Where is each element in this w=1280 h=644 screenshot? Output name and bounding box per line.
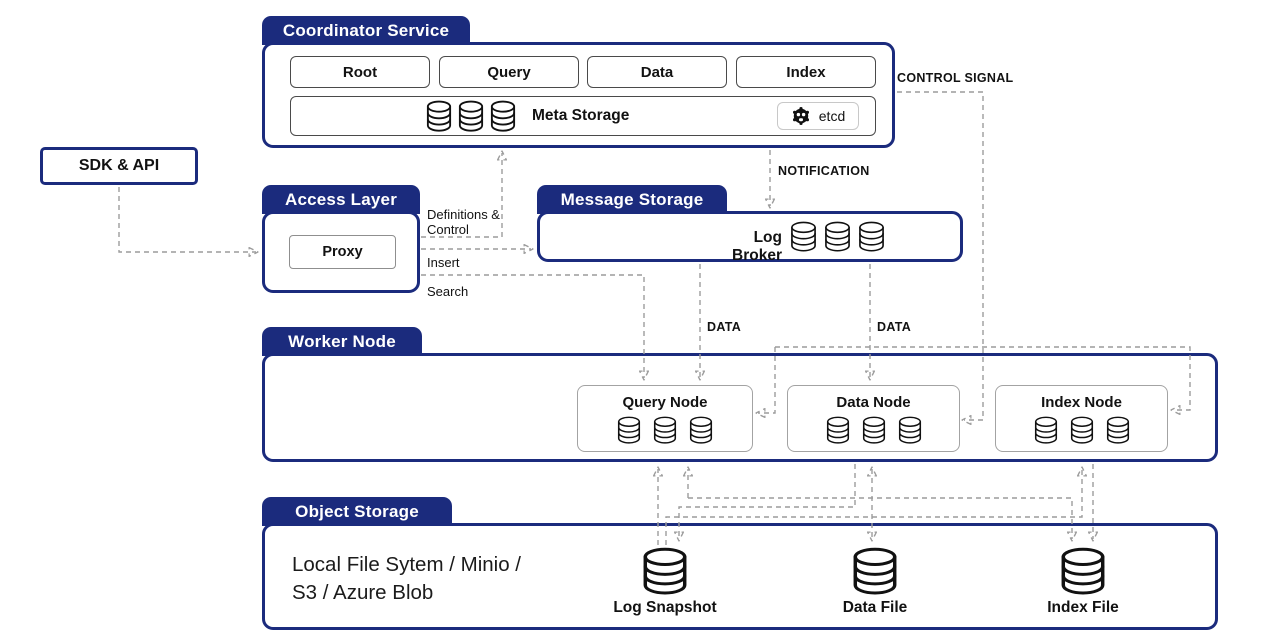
backends-line2: S3 / Azure Blob — [292, 581, 434, 604]
index-node-box: Index Node — [995, 385, 1168, 452]
data-label-query: DATA — [707, 320, 742, 334]
root-coord-box: Root — [290, 56, 430, 88]
etcd-label: etcd — [818, 108, 846, 124]
control-signal-label: CONTROL SIGNAL — [897, 71, 1014, 85]
index-coord-label: Index — [786, 63, 826, 81]
database-icon — [1106, 416, 1130, 444]
notification-label: NOTIFICATION — [778, 164, 870, 178]
data-file-label: Data File — [842, 599, 908, 616]
log-broker-databases — [790, 221, 885, 252]
index-node-label: Index Node — [1041, 394, 1122, 411]
message-storage-title: Message Storage — [560, 189, 704, 209]
message-storage-panel — [537, 211, 963, 262]
wire-sdk-to-access — [118, 187, 256, 252]
proxy-box: Proxy — [289, 235, 396, 269]
database-icon — [862, 416, 886, 444]
backends-line1: Local File Sytem / Minio / — [292, 553, 521, 576]
proxy-label: Proxy — [322, 244, 363, 260]
index-file-database-icon — [1060, 547, 1106, 595]
access-layer-tab: Access Layer — [262, 185, 420, 214]
database-icon — [1034, 416, 1058, 444]
query-coord-label: Query — [487, 63, 531, 81]
index-coord-box: Index — [736, 56, 876, 88]
log-snapshot-database-icon — [642, 547, 688, 595]
sdk-api-label: SDK & API — [78, 157, 160, 174]
message-storage-tab: Message Storage — [537, 185, 727, 214]
query-node-box: Query Node — [577, 385, 753, 452]
sdk-api-box: SDK & API — [40, 147, 198, 185]
query-node-label: Query Node — [622, 394, 708, 411]
object-storage-tab: Object Storage — [262, 497, 452, 526]
meta-storage-label: Meta Storage — [532, 107, 630, 124]
access-layer-title: Access Layer — [284, 189, 398, 209]
definitions-control-label: Definitions & Control — [427, 207, 500, 238]
object-storage-title: Object Storage — [295, 501, 419, 521]
log-snapshot-label: Log Snapshot — [613, 599, 717, 616]
worker-node-tab: Worker Node — [262, 327, 422, 356]
index-file-label: Index File — [1047, 599, 1119, 616]
database-icon — [458, 100, 484, 132]
data-node-databases — [826, 416, 922, 444]
search-label: Search — [427, 284, 469, 299]
insert-label: Insert — [427, 255, 460, 270]
root-coord-label: Root — [342, 63, 378, 81]
index-node-databases — [1034, 416, 1130, 444]
etcd-box: etcd — [777, 102, 859, 130]
database-icon — [1070, 416, 1094, 444]
data-node-box: Data Node — [787, 385, 960, 452]
database-icon — [426, 100, 452, 132]
data-label-data: DATA — [877, 320, 912, 334]
database-icon — [689, 416, 713, 444]
database-icon — [824, 221, 851, 252]
query-node-databases — [617, 416, 713, 444]
data-coord-box: Data — [587, 56, 727, 88]
data-node-label: Data Node — [836, 394, 911, 411]
database-icon — [826, 416, 850, 444]
database-icon — [490, 100, 516, 132]
data-file-database-icon — [852, 547, 898, 595]
database-icon — [653, 416, 677, 444]
object-storage-backends: Local File Sytem / Minio / S3 / Azure Bl… — [292, 551, 521, 607]
worker-node-title: Worker Node — [288, 331, 396, 351]
coordinator-service-title: Coordinator Service — [282, 20, 450, 40]
database-icon — [858, 221, 885, 252]
database-icon — [898, 416, 922, 444]
data-coord-label: Data — [640, 63, 674, 81]
database-icon — [790, 221, 817, 252]
meta-storage-databases — [426, 100, 516, 132]
query-coord-box: Query — [439, 56, 579, 88]
coordinator-service-tab: Coordinator Service — [262, 16, 470, 45]
log-broker-label: Log Broker — [732, 229, 782, 264]
database-icon — [617, 416, 641, 444]
etcd-gear-icon — [791, 106, 811, 126]
